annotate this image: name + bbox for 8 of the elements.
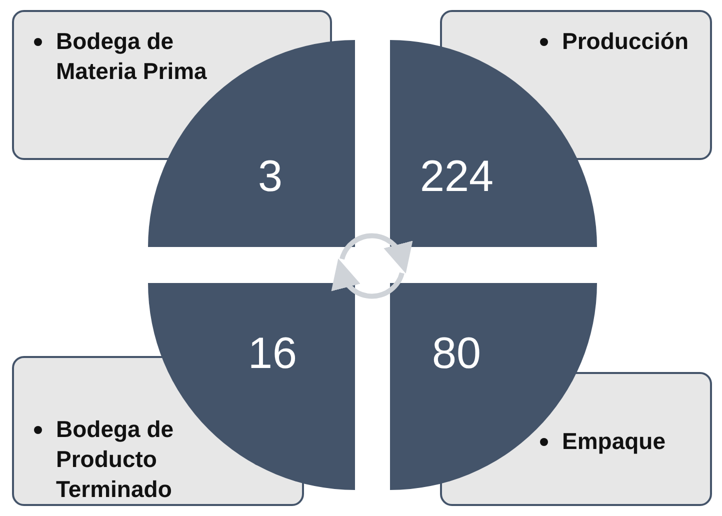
value-label: 80 — [432, 329, 481, 379]
box-label: Bodega de Materia Prima — [56, 27, 208, 86]
value-label: 16 — [248, 329, 297, 379]
box-label: Bodega de Producto Terminado — [56, 415, 175, 504]
box-label: Producción — [562, 27, 690, 56]
value-label: 3 — [258, 152, 282, 202]
box-label: Empaque — [562, 427, 667, 456]
value-label: 224 — [420, 152, 494, 202]
